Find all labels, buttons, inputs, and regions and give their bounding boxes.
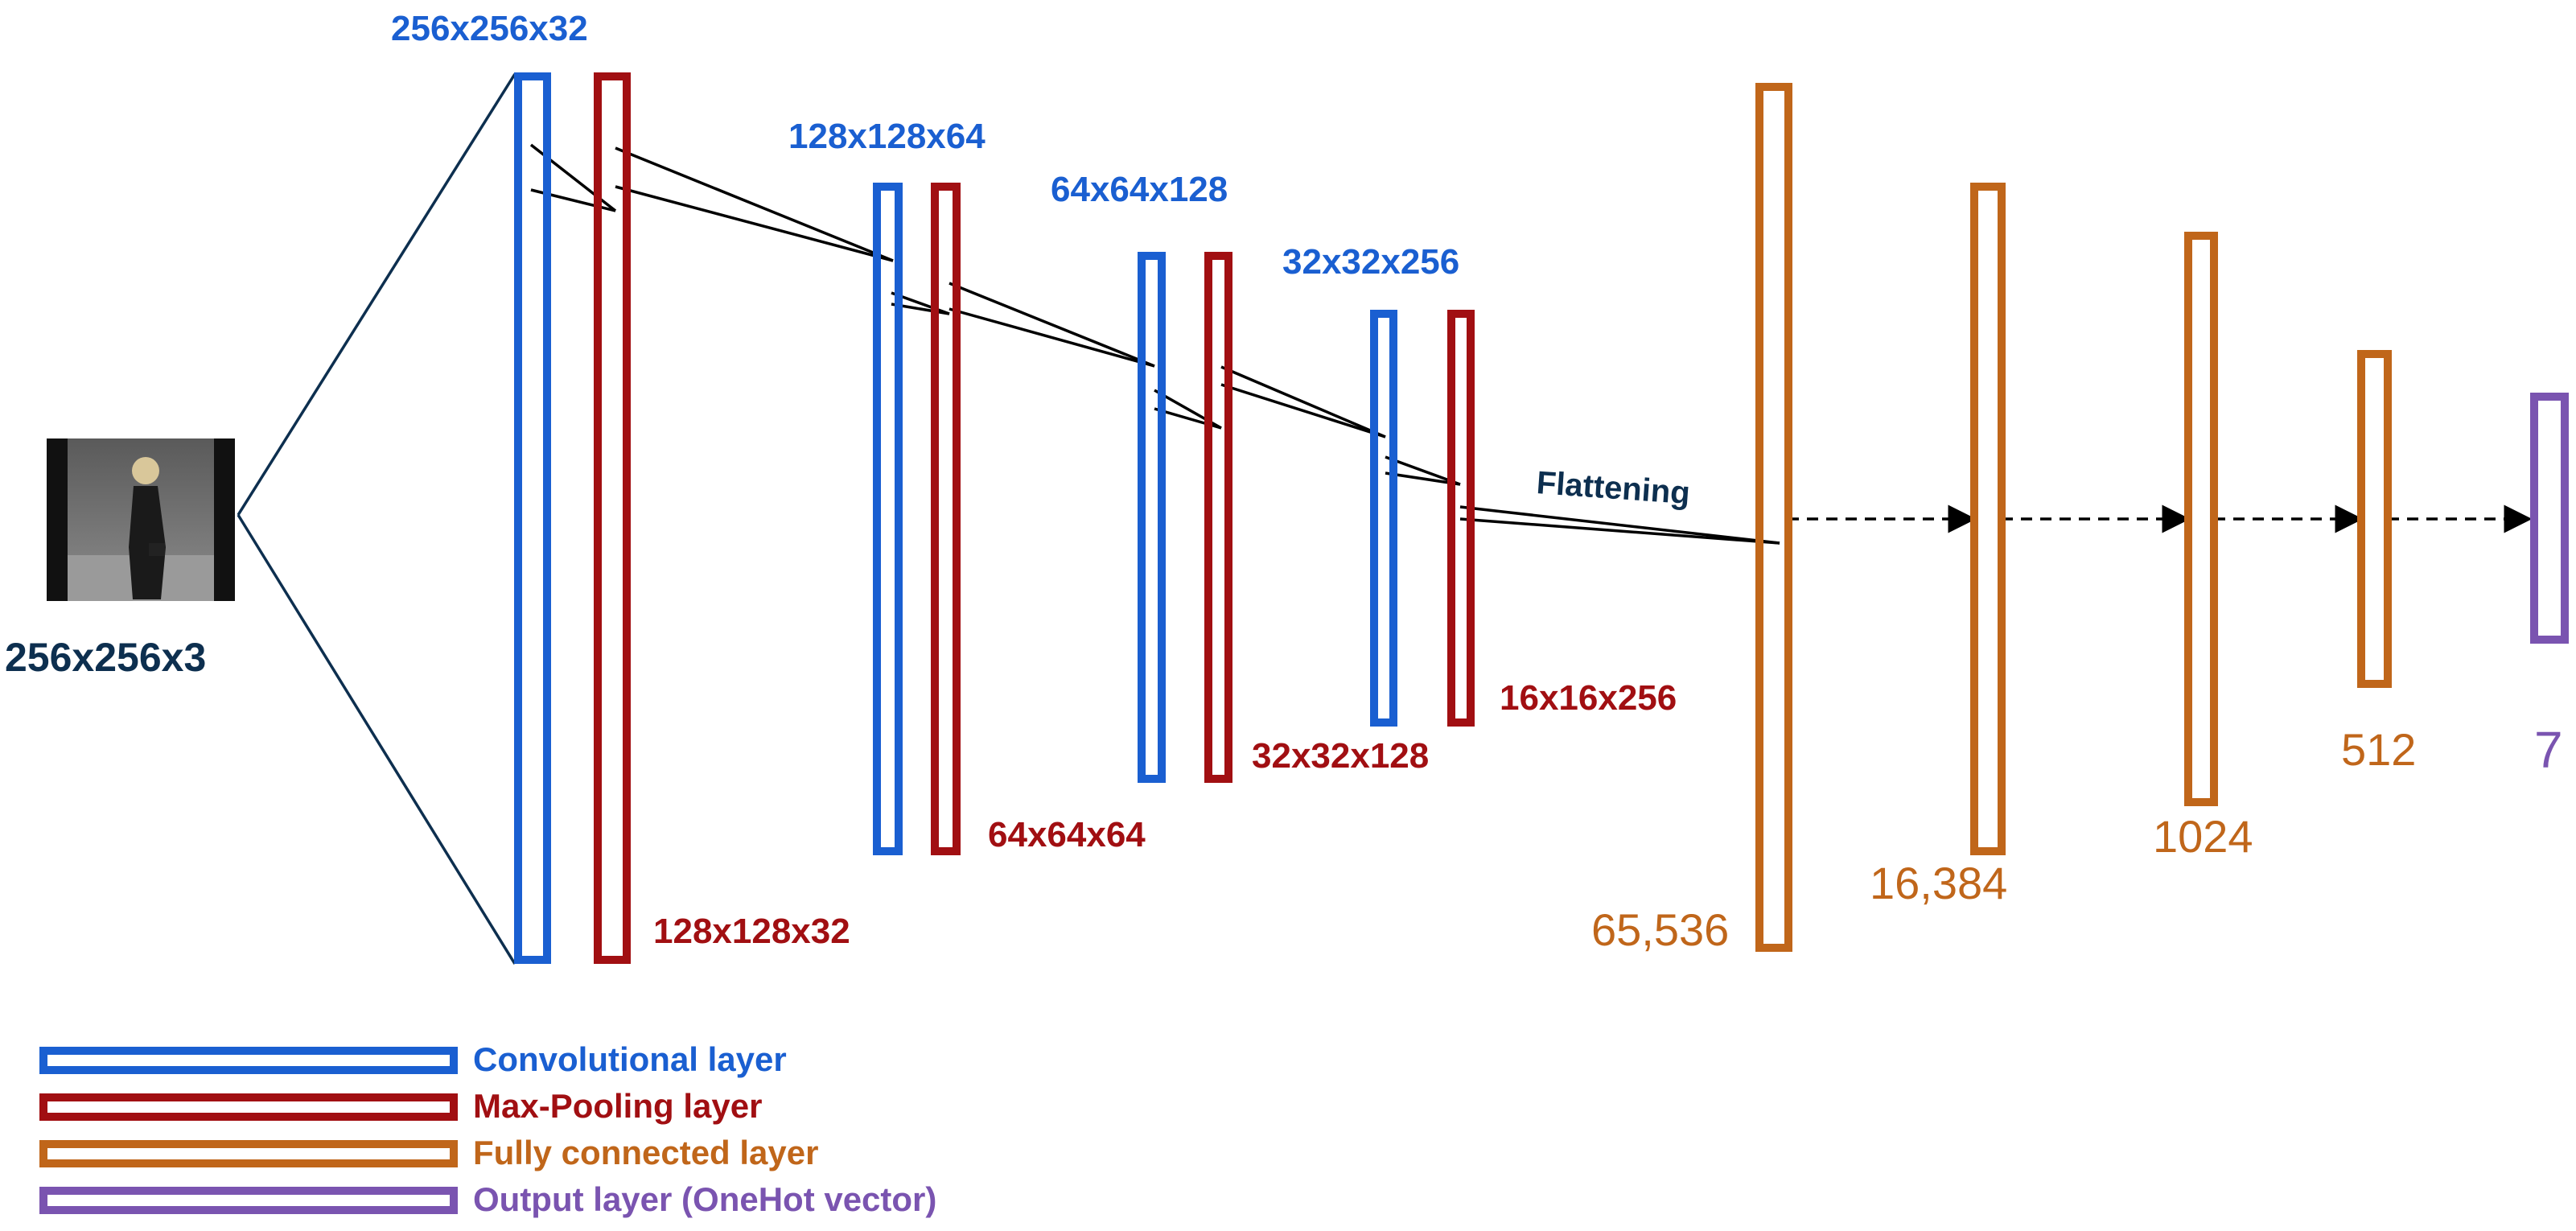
- legend-swatch-fc: [39, 1140, 458, 1167]
- fc-layer-2: [1970, 183, 2006, 855]
- pool-layer-4: [1447, 310, 1475, 727]
- fc-label-1: 65,536: [1591, 904, 1730, 955]
- legend-label-pool: Max-Pooling layer: [473, 1087, 763, 1125]
- legend-swatch-pool: [39, 1093, 458, 1121]
- conv-layer-3: [1138, 252, 1166, 783]
- pool-layer-1: [594, 72, 631, 964]
- pool-label-4: 16x16x256: [1500, 678, 1677, 718]
- fc-label-3: 1024: [2153, 811, 2253, 862]
- conv-label-1: 256x256x32: [391, 9, 588, 48]
- input-funnel-lines: [237, 73, 516, 965]
- conv-label-4: 32x32x256: [1282, 242, 1460, 282]
- pool-layer-3: [1204, 252, 1232, 783]
- pool-layers: [594, 72, 1475, 964]
- fc-layers: [1755, 83, 2392, 952]
- output-label: 7: [2534, 721, 2563, 779]
- conv-label-3: 64x64x128: [1051, 170, 1228, 209]
- legend-swatch-conv: [39, 1047, 458, 1074]
- legend-label-fc: Fully connected layer: [473, 1134, 819, 1171]
- conv-label-2: 128x128x64: [788, 117, 986, 156]
- conv-layer-2: [873, 183, 903, 855]
- legend-label-conv: Convolutional layer: [473, 1040, 787, 1078]
- fc-layer-4: [2357, 350, 2392, 688]
- input-dims-label: 256x256x3: [5, 635, 207, 680]
- legend-label-output: Output layer (OneHot vector): [473, 1180, 937, 1218]
- legend-swatch-output: [39, 1187, 458, 1214]
- input-image: [47, 438, 235, 601]
- output-layer: [2530, 393, 2569, 644]
- fc-layer-1: [1755, 83, 1792, 952]
- fc-label-4: 512: [2341, 724, 2417, 775]
- conv-layers: [514, 72, 1397, 964]
- pool-layer-2: [931, 183, 961, 855]
- fc-layer-3: [2184, 232, 2218, 806]
- pool-label-2: 64x64x64: [988, 815, 1146, 854]
- conv-layer-4: [1370, 310, 1397, 727]
- legend-swatches: [39, 1047, 458, 1214]
- pool-label-3: 32x32x128: [1252, 736, 1430, 776]
- conv-layer-1: [514, 72, 551, 964]
- fc-label-2: 16,384: [1870, 858, 2008, 908]
- pool-label-1: 128x128x32: [653, 912, 850, 951]
